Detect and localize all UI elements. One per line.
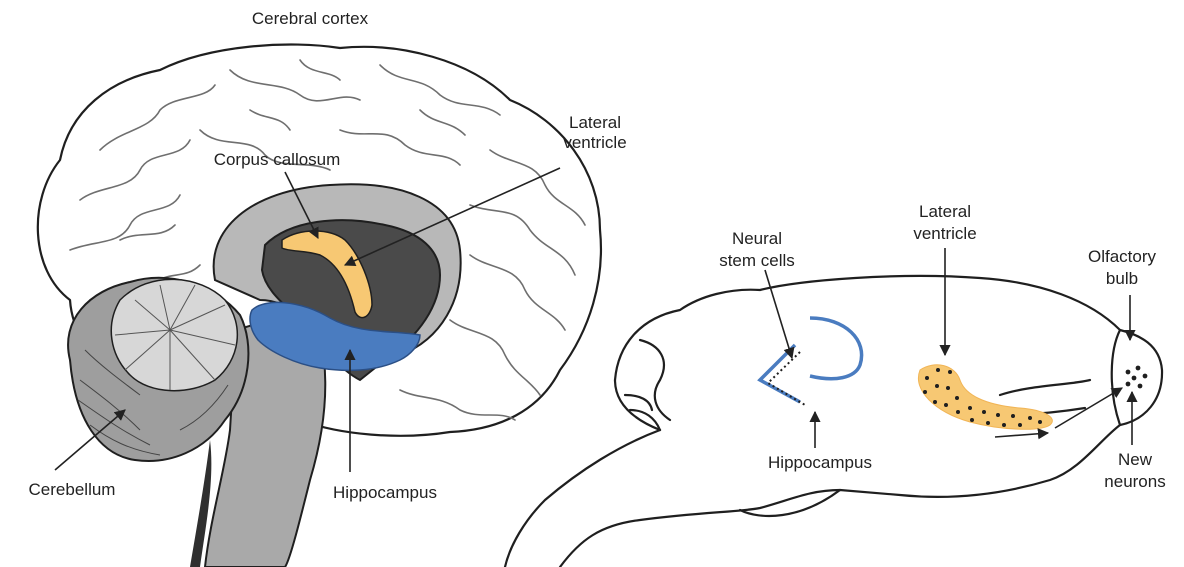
label-new-neurons-2: neurons	[1104, 472, 1165, 491]
label-neural-stem-cells-2: stem cells	[719, 251, 795, 270]
label-cerebral-cortex: Cerebral cortex	[252, 9, 369, 28]
label-olfactory-bulb-2: bulb	[1106, 269, 1138, 288]
label-hippocampus-left: Hippocampus	[333, 483, 437, 502]
label-lateral-ventricle-left-2: ventricle	[563, 133, 626, 152]
leader-neural-stem-cells	[765, 270, 792, 358]
rodent-brain: Neural stem cells Lateral ventricle Olfa…	[505, 202, 1166, 567]
cerebellum-shape	[68, 278, 248, 461]
label-new-neurons-1: New	[1118, 450, 1153, 469]
label-corpus-callosum: Corpus callosum	[214, 150, 341, 169]
hippocampus-shape-right	[760, 318, 862, 405]
human-brain: Cerebral cortex Corpus callosum Lateral …	[29, 9, 627, 567]
lateral-ventricle-right	[918, 365, 1052, 429]
rodent-brain-outline	[615, 276, 1162, 516]
label-cerebellum: Cerebellum	[29, 480, 116, 499]
label-lateral-ventricle-left-1: Lateral	[569, 113, 621, 132]
label-lateral-ventricle-right-1: Lateral	[919, 202, 971, 221]
migration-arrow-lower	[995, 433, 1048, 437]
migration-arrow-upper	[1055, 388, 1122, 428]
label-neural-stem-cells-1: Neural	[732, 229, 782, 248]
label-olfactory-bulb-1: Olfactory	[1088, 247, 1157, 266]
label-lateral-ventricle-right-2: ventricle	[913, 224, 976, 243]
new-neurons-dots	[1126, 366, 1148, 389]
label-hippocampus-right: Hippocampus	[768, 453, 872, 472]
